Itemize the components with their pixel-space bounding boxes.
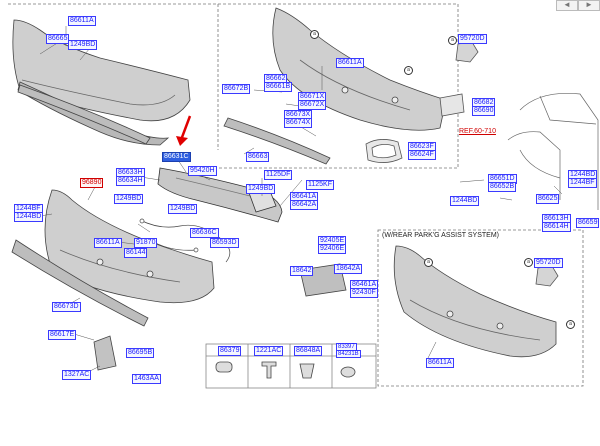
part-label-86624F[interactable]: 86624F — [408, 150, 436, 160]
part-label-86652B[interactable]: 86652B — [488, 182, 517, 192]
sensor-bracket-park-assist — [535, 265, 559, 287]
part-label-1249BD-c[interactable]: 1249BD — [168, 204, 198, 214]
part-label-18642A[interactable]: 18642A — [334, 264, 363, 274]
table-label-1221AC[interactable]: 1221AC — [254, 346, 284, 356]
part-label-86690[interactable]: 86690 — [472, 106, 496, 116]
lower-strip-top-middle — [223, 117, 331, 165]
part-label-86611A-lower[interactable]: 86611A — [94, 238, 122, 248]
part-label-86625[interactable]: 86625 — [536, 194, 560, 204]
part-label-86642A[interactable]: 86642A — [290, 200, 319, 210]
part-label-86672B[interactable]: 86672B — [222, 84, 251, 94]
frame-fastener-table — [205, 343, 377, 389]
part-label-92430F[interactable]: 92430F — [350, 288, 378, 298]
bumper-cover-lower-left — [44, 189, 215, 304]
part-label-95420H[interactable]: 95420H — [188, 166, 217, 176]
part-label-86593D[interactable]: 86593D — [210, 238, 239, 248]
part-label-86634H[interactable]: 86634H — [116, 176, 145, 186]
part-label-86614H[interactable]: 86614H — [542, 222, 571, 232]
part-label-91870[interactable]: 91870 — [134, 238, 158, 248]
part-label-86663[interactable]: 86663 — [246, 152, 270, 162]
part-label-1249BD-top[interactable]: 1249BD — [68, 40, 98, 50]
part-label-86695B[interactable]: 86695B — [126, 348, 155, 358]
vehicle-rear-outline — [507, 93, 599, 210]
callout-a-top-middle-2: a — [404, 66, 413, 75]
lower-skid-strip-lower-left — [11, 239, 149, 327]
part-label-92406E[interactable]: 92406E — [318, 244, 347, 254]
part-label-86144[interactable]: 86144 — [124, 248, 148, 258]
part-label-18642-a[interactable]: 18642 — [290, 266, 314, 276]
bumper-cover-park-assist — [393, 245, 557, 358]
part-label-86665-top[interactable]: 86665 — [46, 34, 70, 44]
part-label-86611A-top[interactable]: 86611A — [68, 16, 96, 26]
part-label-1249BD-a[interactable]: 1249BD — [246, 184, 276, 194]
part-label-1125KF[interactable]: 1125KF — [306, 180, 334, 190]
part-label-1244BD-left[interactable]: 1244BD — [14, 212, 44, 222]
lower-skid-strip-top-left — [17, 84, 151, 145]
part-label-86611A-mid[interactable]: 86611A — [336, 58, 364, 68]
part-label-86661B[interactable]: 86661B — [264, 82, 293, 92]
callout-a-park-assist: a — [424, 258, 433, 267]
part-label-96890[interactable]: 96890 — [80, 178, 104, 188]
part-label-95720D-lower[interactable]: 95720D — [534, 258, 563, 268]
part-label-86672X[interactable]: 86672X — [298, 100, 327, 110]
part-label-86617E[interactable]: 86617E — [48, 330, 77, 340]
table-label-86848A[interactable]: 86848A — [294, 346, 323, 356]
part-label-1327AC[interactable]: 1327AC — [62, 370, 92, 380]
part-label-86674X[interactable]: 86674X — [284, 118, 313, 128]
part-label-1463AA[interactable]: 1463AA — [132, 374, 161, 384]
mud-guard-lower — [93, 335, 117, 371]
callout-a-bracket: a — [448, 36, 457, 45]
part-label-86636C[interactable]: 86636C — [190, 228, 219, 238]
reflector-top-middle — [365, 139, 403, 163]
callout-a-bracket-2: a — [524, 258, 533, 267]
section-caption-park-assist: (W/REAR PARK'G ASSIST SYSTEM) — [382, 232, 499, 239]
bumper-cover-top-left — [12, 19, 191, 146]
part-label-1249BD-b[interactable]: 1249BD — [114, 194, 144, 204]
callout-a-park-assist-2: a — [566, 320, 575, 329]
table-label-86379[interactable]: 86379 — [218, 346, 242, 356]
highlight-arrow — [176, 115, 192, 146]
frame-top-middle — [218, 3, 459, 169]
part-label-86673D[interactable]: 86673D — [52, 302, 81, 312]
part-label-86659[interactable]: 86659 — [576, 218, 600, 228]
reference-link-60-710[interactable]: REF.60-710 — [459, 128, 496, 135]
fastener-icons — [215, 361, 356, 379]
part-label-1125DF[interactable]: 1125DF — [264, 170, 293, 180]
table-label-84231B[interactable]: 84231B — [336, 350, 361, 358]
frame-rear-park-assist — [377, 229, 584, 387]
callout-a-top-middle: a — [310, 30, 319, 39]
part-label-95720D-mid[interactable]: 95720D — [458, 34, 487, 44]
part-label-1244BD-center[interactable]: 1244BD — [450, 196, 480, 206]
part-label-1244BF-right[interactable]: 1244BF — [568, 178, 597, 188]
next-page-button[interactable]: ► — [578, 0, 600, 11]
sensor-bracket-top-middle — [439, 41, 479, 117]
part-label-86611A-park-assist[interactable]: 86611A — [426, 358, 454, 368]
previous-page-button[interactable]: ◄ — [556, 0, 578, 11]
part-label-86631C-highlighted[interactable]: 86631C — [162, 152, 191, 162]
